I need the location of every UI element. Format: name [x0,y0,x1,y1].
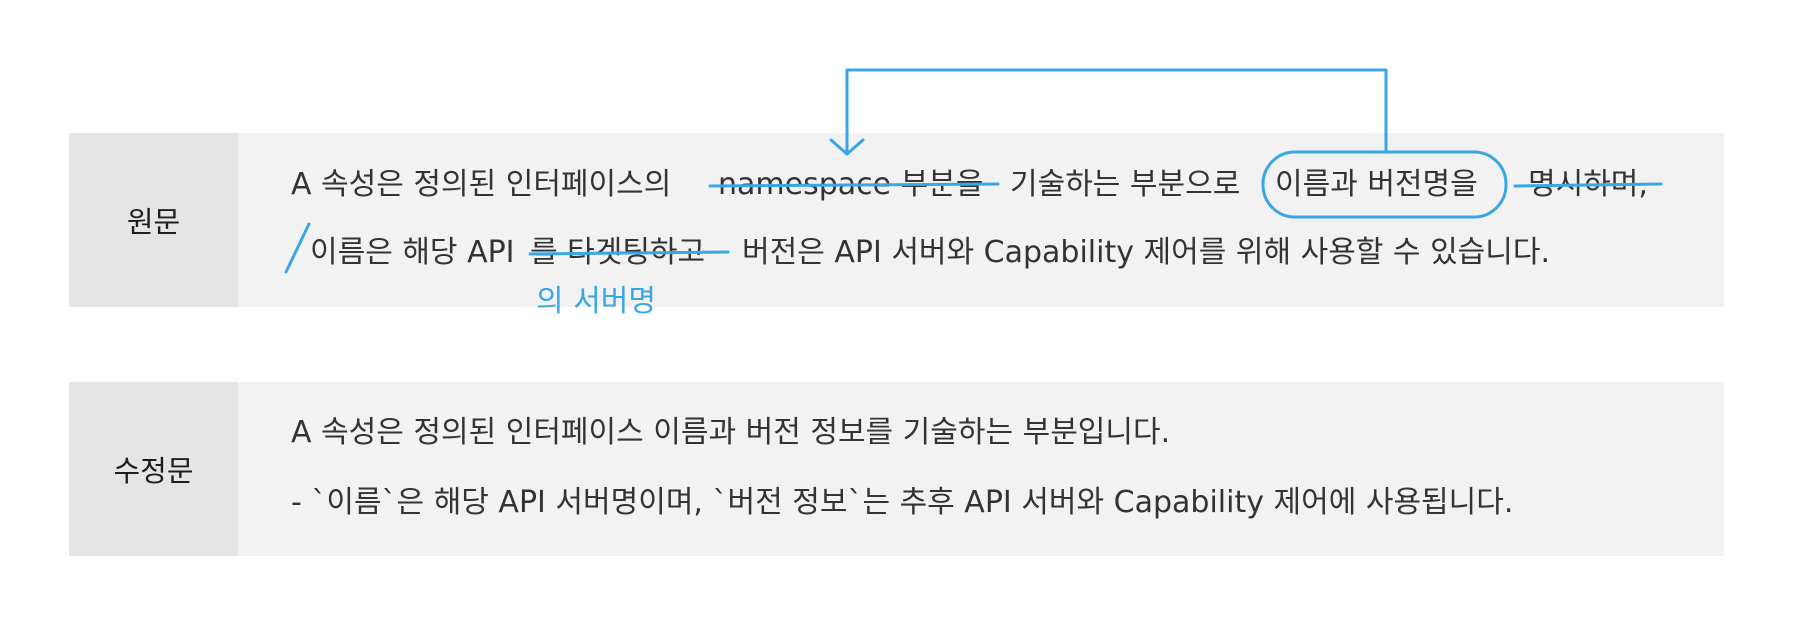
revised-line2: - `이름`은 해당 API 서버명이며, `버전 정보`는 추후 API 서버… [291,485,1514,520]
line-break-mark [284,222,311,274]
original-row: 원문 [69,133,1724,307]
original-line1-middle: 기술하는 부분으로 [1010,167,1241,202]
original-circled-phrase: 이름과 버전명을 [1275,167,1478,202]
revised-line1: A 속성은 정의된 인터페이스 이름과 버전 정보를 기술하는 부분입니다. [291,415,1171,450]
move-arrow-head [829,138,865,156]
revised-label: 수정문 [69,382,238,556]
original-line2-lead: 이름은 해당 API [310,235,515,270]
circle-mark [1261,150,1508,219]
move-arrow-line [845,68,1388,155]
strike-line-specify [1513,182,1663,188]
strike-line-targeting [528,250,730,256]
strike-line-namespace [708,182,1000,188]
original-line2-rest: 버전은 API 서버와 Capability 제어를 위해 사용할 수 있습니다… [742,235,1551,270]
original-label: 원문 [69,133,238,307]
insertion-text: 의 서버명 [536,284,656,319]
revised-row: 수정문 [69,382,1724,556]
original-line1-lead: A 속성은 정의된 인터페이스의 [291,167,672,202]
